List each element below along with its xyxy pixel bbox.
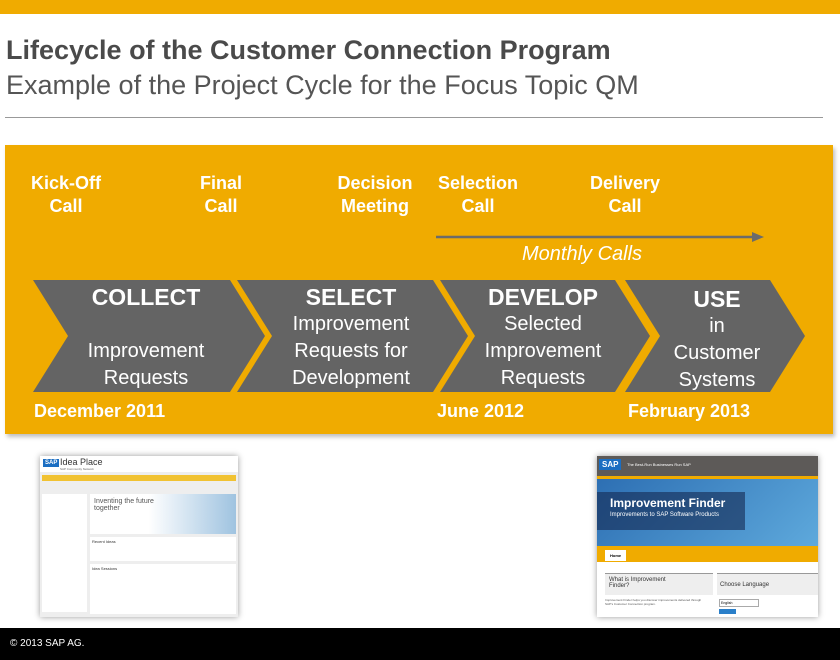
chevron-use [625,280,805,392]
date-end: February 2013 [628,401,751,421]
language-select: English [719,599,759,607]
top-accent-bar [0,0,840,14]
idea-sessions: Idea Sessions [92,566,118,571]
copyright: © 2013 SAP AG. [10,638,85,649]
idea-place-screenshot: SAP Idea Place SAP Community Network Inv… [40,456,238,617]
finder-subtitle: Improvements to SAP Software Products [610,512,719,518]
finder-title: Improvement Finder [610,496,726,510]
idea-place-banner: Inventing the future together [94,498,154,512]
date-start: December 2011 [34,401,166,421]
footer: © 2013 SAP AG. [0,628,840,660]
what-is-finder: What is Improvement Finder? [609,577,666,589]
home-tab: Home [605,550,627,561]
sap-logo: SAP [43,459,60,467]
slide-title: Lifecycle of the Customer Connection Pro… [6,35,611,65]
idea-place-title: Idea Place [60,457,103,467]
divider [5,117,823,118]
finder-description: Improvement Finder helps you discover im… [605,598,702,606]
date-mid: June 2012 [437,401,525,421]
chevron-develop [440,280,650,392]
chevron-collect [33,280,265,392]
tagline: The Best-Run Businesses Run SAP [627,462,691,467]
improvement-finder-screenshot: SAP The Best-Run Businesses Run SAP Impr… [597,456,818,617]
choose-language: Choose Language [720,582,770,588]
slide-subtitle: Example of the Project Cycle for the Foc… [6,70,639,100]
chevron-select [237,280,468,392]
recent-ideas: Recent Ideas [92,539,116,544]
sap-logo: SAP [599,459,622,470]
monthly-arrow [436,232,764,242]
idea-place-sub: SAP Community Network [60,467,94,471]
monthly-calls-label: Monthly Calls [522,243,643,265]
